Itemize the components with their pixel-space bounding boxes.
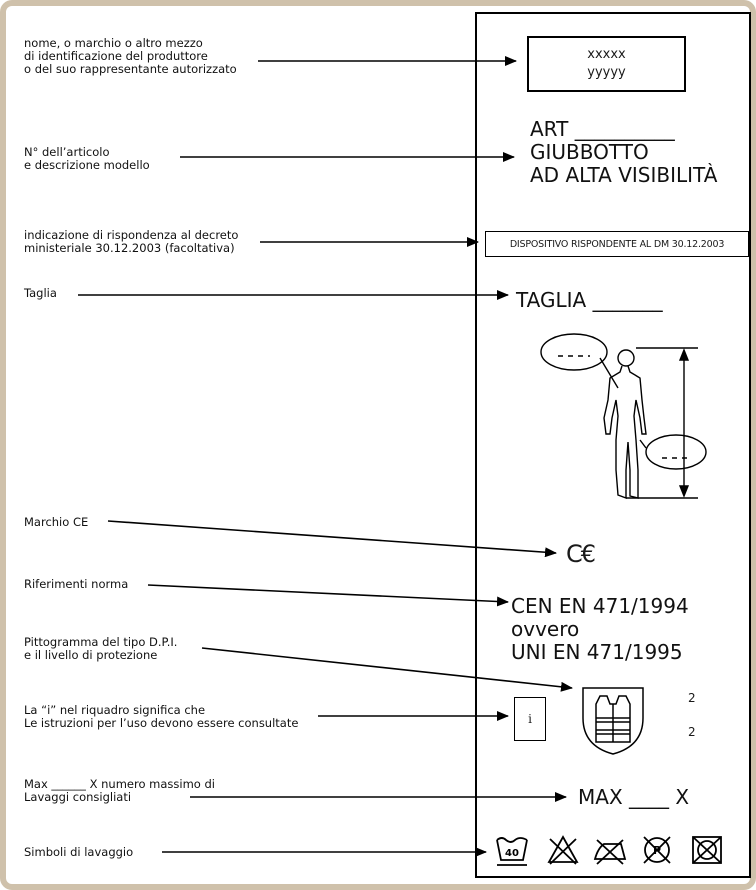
arrow-norm: [148, 585, 508, 602]
arrow-pictogram: [202, 648, 572, 688]
arrow-ce: [108, 521, 556, 553]
